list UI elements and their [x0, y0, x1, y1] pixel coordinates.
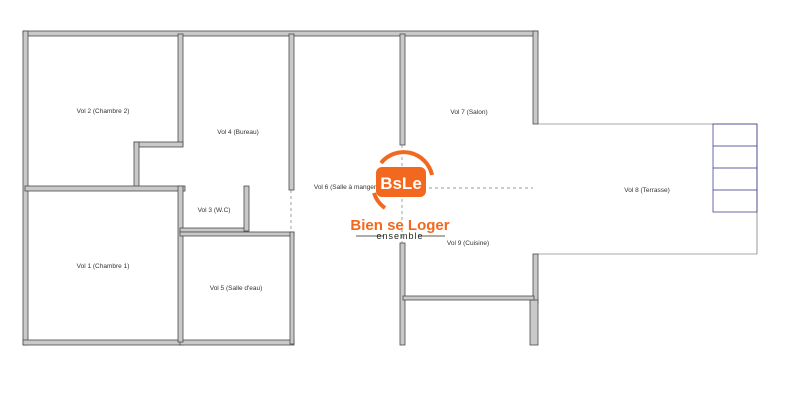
- room-label-vol6: Vol 6 (Salle à manger): [314, 184, 378, 191]
- logo-monogram: BsLe: [380, 174, 422, 193]
- staircase-icon: [712, 123, 758, 213]
- interior-walls: [24, 33, 535, 346]
- room-label-vol8: Vol 8 (Terrasse): [624, 187, 670, 194]
- brand-logo: BsLe Bien se Loger ensemble: [350, 150, 450, 241]
- room-label-vol1: Vol 1 (Chambre 1): [77, 263, 130, 270]
- room-labels: Vol 2 (Chambre 2) Vol 4 (Bureau) Vol 7 (…: [77, 108, 670, 292]
- room-label-vol5: Vol 5 (Salle d'eau): [210, 285, 263, 292]
- room-label-vol4: Vol 4 (Bureau): [217, 129, 259, 136]
- logo-subtitle: ensemble: [376, 231, 423, 241]
- room-label-vol9: Vol 9 (Cuisine): [447, 240, 489, 247]
- room-label-vol7: Vol 7 (Salon): [450, 109, 487, 116]
- room-label-vol2: Vol 2 (Chambre 2): [77, 108, 130, 115]
- room-label-vol3: Vol 3 (W.C): [198, 207, 231, 214]
- logo-title: Bien se Loger: [350, 217, 449, 234]
